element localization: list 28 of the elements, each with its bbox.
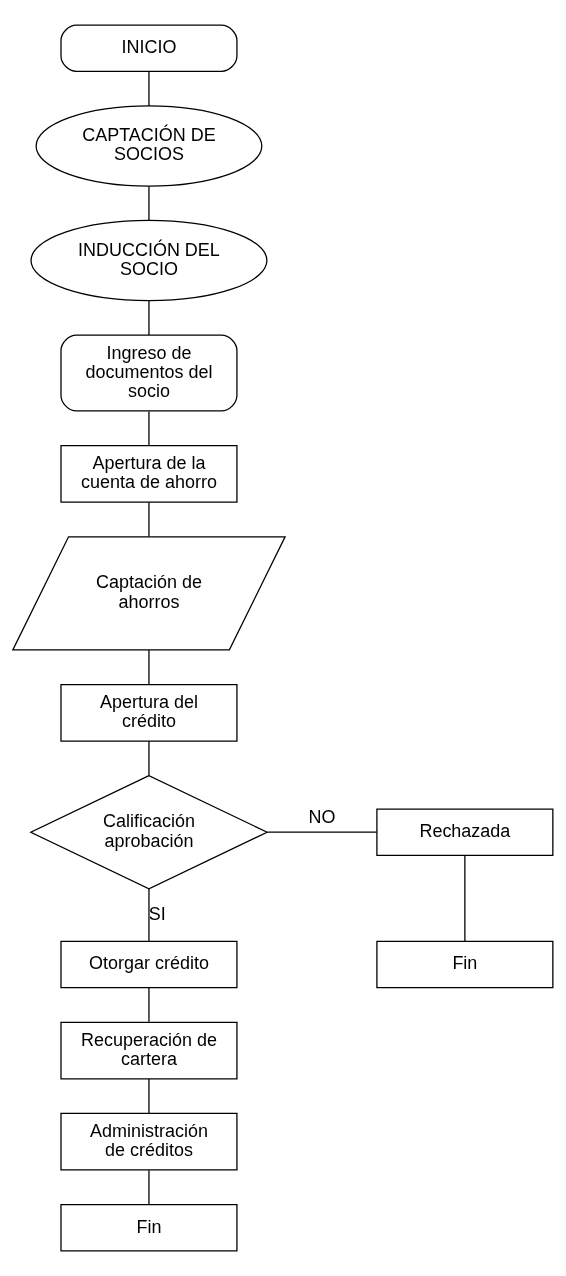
connector	[148, 1169, 150, 1205]
connector	[148, 501, 150, 538]
node-box: Administración de créditos	[60, 1112, 238, 1171]
connector	[464, 854, 466, 942]
node-box: Fin	[60, 1204, 238, 1252]
node-box: Apertura del crédito	[60, 683, 238, 742]
node-box: Ingreso de documentos del socio	[60, 334, 238, 412]
connector	[148, 185, 150, 221]
connector	[148, 888, 150, 942]
node-diamond: Calificación aprobación	[29, 775, 269, 890]
node-box: Recuperación de cartera	[60, 1021, 238, 1080]
connector	[148, 987, 150, 1023]
node-box: Apertura de la cuenta de ahorro	[60, 445, 238, 503]
connector	[148, 1078, 150, 1114]
connector	[148, 410, 150, 447]
connector	[148, 70, 150, 107]
connector	[266, 831, 378, 833]
node-box: INICIO	[60, 24, 238, 72]
node-ellipse: INDUCCIÓN DEL SOCIO	[30, 219, 268, 302]
node-box: Rechazada	[376, 808, 554, 856]
connector	[148, 300, 150, 336]
edge-label: SI	[148, 903, 166, 924]
edge-label: NO	[308, 807, 336, 828]
node-box: Otorgar crédito	[60, 940, 238, 989]
connector	[148, 649, 150, 685]
connector	[148, 740, 150, 777]
node-ellipse: CAPTACIÓN DE SOCIOS	[35, 105, 263, 187]
node-box: Fin	[376, 940, 554, 989]
